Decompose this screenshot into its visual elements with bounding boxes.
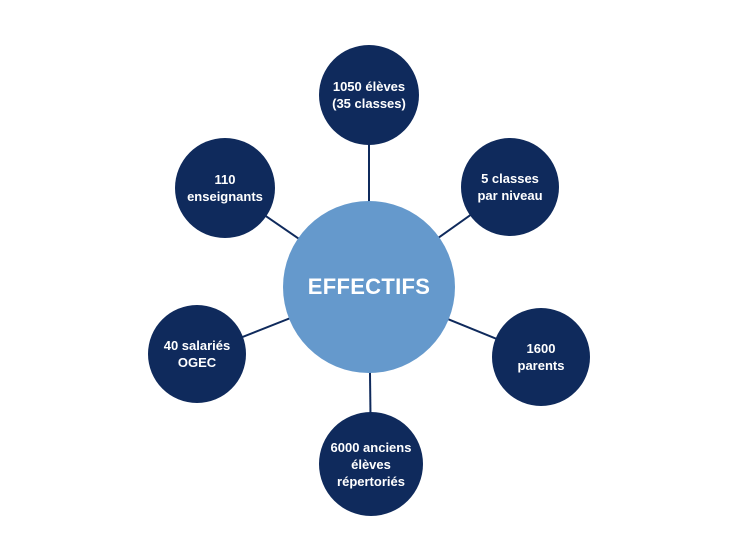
node-eleves-line-1: 1050 élèves [332,79,406,94]
node-eleves: 1050 élèves (35 classes) [319,45,419,145]
node-anciens-eleves-line-2: élèves [351,456,391,472]
node-classes-niveau: 5 classes par niveau [461,138,559,236]
node-parents: 1600 parents [492,308,590,406]
node-salaries-ogec: 40 salariés OGEC [148,305,246,403]
node-parents-line-1: 1600 [526,341,556,356]
node-enseignants: 110 enseignants [175,138,275,238]
node-anciens-eleves-line-1: 6000 anciens [330,439,412,455]
node-eleves-line-2: (35 classes) [332,96,406,111]
node-anciens-eleves-line-3: répertoriés [337,473,405,489]
node-salaries-ogec-line-1: 40 salariés [163,338,231,353]
node-salaries-ogec-line-2: OGEC [177,355,217,370]
center-node: EFFECTIFS [283,201,455,373]
center-label: EFFECTIFS [307,274,431,299]
node-classes-niveau-line-2: par niveau [477,188,543,203]
node-parents-line-2: parents [517,358,565,373]
node-enseignants-line-1: 110 [214,172,236,187]
node-anciens-eleves: 6000 anciens élèves répertoriés [319,412,423,516]
node-classes-niveau-line-1: 5 classes [481,171,539,186]
node-enseignants-line-2: enseignants [187,189,263,204]
